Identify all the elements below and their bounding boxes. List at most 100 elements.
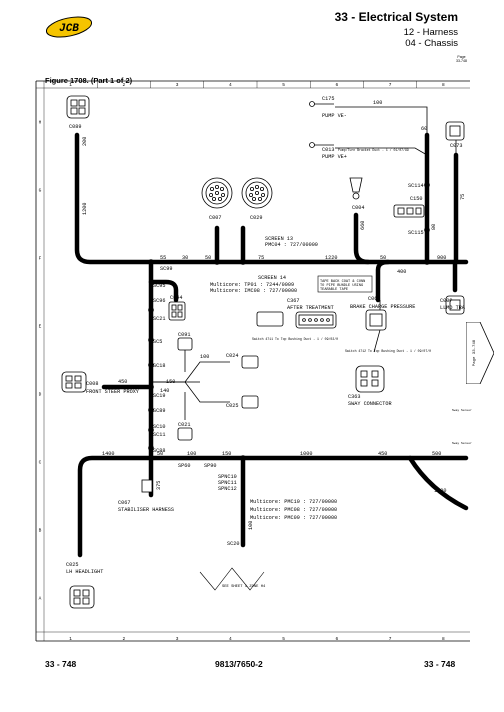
- label-sc5: SC5: [153, 339, 162, 345]
- len-80: 80: [431, 224, 437, 230]
- label-c008: C008: [86, 381, 98, 387]
- footer-doc-number: 9813/7650-2: [215, 659, 263, 669]
- grid-column-top-1: 1: [69, 82, 72, 88]
- note-tape-3: TEARABLE TAPE: [320, 288, 348, 292]
- c007-connector: [201, 177, 233, 209]
- label-spnc11: SPNC11: [218, 480, 237, 486]
- c00x-connector: [445, 295, 465, 315]
- grid-row-E: E: [39, 324, 42, 330]
- note-mc-pmc10: Multicore: PMC10 : 727/00000: [250, 499, 337, 505]
- label-sc99: SC99: [160, 266, 172, 272]
- len-150b: 150: [222, 451, 231, 457]
- c025-connector: [241, 395, 259, 409]
- grid-column-bottom-7: 7: [389, 636, 392, 642]
- label-sc19: SC19: [153, 393, 165, 399]
- note-screen13-pmc: PMC04 : 727/00000: [265, 242, 318, 248]
- page-tab[interactable]: Page 33-748: [466, 322, 494, 384]
- label-c175-desc: PUMP VE-: [322, 113, 347, 119]
- c091-connector: [177, 337, 193, 351]
- label-c008-desc: FRONT STEER PROXY: [86, 389, 140, 395]
- tape-note-box: [317, 275, 373, 293]
- grid-row-B: B: [39, 528, 42, 534]
- label-sc18: SC18: [153, 363, 165, 369]
- c004-connector: [349, 177, 363, 200]
- label-c029: C029: [250, 215, 262, 221]
- page-title: 33 - Electrical System: [334, 10, 458, 24]
- len-660: 660: [360, 221, 366, 230]
- grid-column-bottom-5: 5: [282, 636, 285, 642]
- label-c067: C067: [118, 500, 130, 506]
- len-75b: 75: [460, 194, 466, 200]
- page-subtitle: 12 - Harness 04 - Chassis: [330, 27, 458, 49]
- len-450b: 450: [378, 451, 387, 457]
- label-spnc12: SPNC12: [218, 486, 237, 492]
- connector-glyphs: [61, 95, 465, 609]
- c367-connector: [295, 311, 337, 329]
- label-sc95: SC95: [153, 283, 165, 289]
- label-c068: C068: [368, 296, 380, 302]
- c150-connector: [393, 204, 425, 218]
- label-c007: C007: [209, 215, 221, 221]
- label-c021: C021: [178, 422, 190, 428]
- len-100: 100: [373, 100, 382, 106]
- label-c067-desc: STABILISER HARNESS: [118, 507, 174, 513]
- jcb-logo: JCB: [45, 16, 93, 38]
- c175-terminal: [309, 101, 334, 107]
- len-100c: 100: [248, 521, 254, 530]
- c025b-connector: [69, 585, 95, 609]
- label-c089: C089: [69, 124, 81, 130]
- subtitle-harness: 12 - Harness: [403, 27, 458, 38]
- label-c025b: C025: [66, 562, 78, 568]
- thin-wires: [151, 106, 457, 591]
- label-sc20: SC20: [227, 541, 239, 547]
- grid-column-bottom-4: 4: [229, 636, 232, 642]
- label-sc10: SC10: [153, 424, 165, 430]
- logo-text: JCB: [59, 23, 79, 35]
- label-c150: C150: [410, 196, 422, 202]
- len-500: 500: [432, 451, 441, 457]
- grid-row-G: G: [39, 188, 42, 194]
- label-c367-desc: AFTER TREATMENT: [287, 305, 334, 311]
- len-1400: 1400: [102, 451, 114, 457]
- c089-connector: [66, 95, 90, 119]
- len-60: 60: [421, 126, 427, 132]
- grid-column-bottom-3: 3: [176, 636, 179, 642]
- note-mc-pmc08: Multicore: PMC08 : 727/00000: [250, 507, 337, 513]
- grid-column-top-7: 7: [389, 82, 392, 88]
- label-c091: C091: [178, 332, 190, 338]
- note-side-2: Sway Sensor: [452, 442, 472, 445]
- splice-points: [148, 182, 430, 461]
- grid-column-top-6: 6: [336, 82, 339, 88]
- figure-title: Figure 1708. (Part 1 of 2): [45, 76, 133, 85]
- label-c175: C175: [322, 96, 334, 102]
- len-1100: 1100: [434, 488, 446, 494]
- len-1000: 1000: [300, 451, 312, 457]
- label-c013-desc: PUMP VE+: [322, 154, 347, 160]
- len-450: 450: [118, 379, 127, 385]
- grid-column-top-2: 2: [123, 82, 126, 88]
- subtitle-chassis: 04 - Chassis: [405, 38, 458, 49]
- grid-column-bottom-1: 1: [69, 636, 72, 642]
- label-c004: C004: [352, 205, 364, 211]
- len-100d: 100: [200, 354, 209, 360]
- grid-column-top-4: 4: [229, 82, 232, 88]
- c068-connector: [365, 309, 387, 331]
- len-400: 400: [397, 269, 406, 275]
- c013-terminal: [309, 142, 334, 148]
- c044-connector: [168, 301, 186, 321]
- label-c00x: C00?: [440, 298, 452, 304]
- label-c044: C044: [170, 295, 182, 301]
- label-c363: C363: [348, 394, 360, 400]
- page-ref-label: Page: [457, 55, 466, 59]
- note-side-1: Sway Sensor: [452, 409, 472, 412]
- c029-connector: [241, 177, 273, 209]
- len-50c: 50: [157, 451, 163, 457]
- note-tape-2: TO PIPE BUNDLE USING: [320, 284, 363, 288]
- label-c367: C367: [287, 298, 299, 304]
- note-screen14: SCREEN 14: [258, 275, 286, 281]
- note-tape-1: TAPE BACK COAT & CONN: [320, 280, 365, 284]
- note-c013-tiny: Pump/Turn Bracket Duct - 1 / 01/07/99: [338, 148, 409, 152]
- note-multicore-imc: Multicore: IMC08 : 727/00000: [210, 288, 297, 294]
- len-50: 50: [205, 255, 211, 261]
